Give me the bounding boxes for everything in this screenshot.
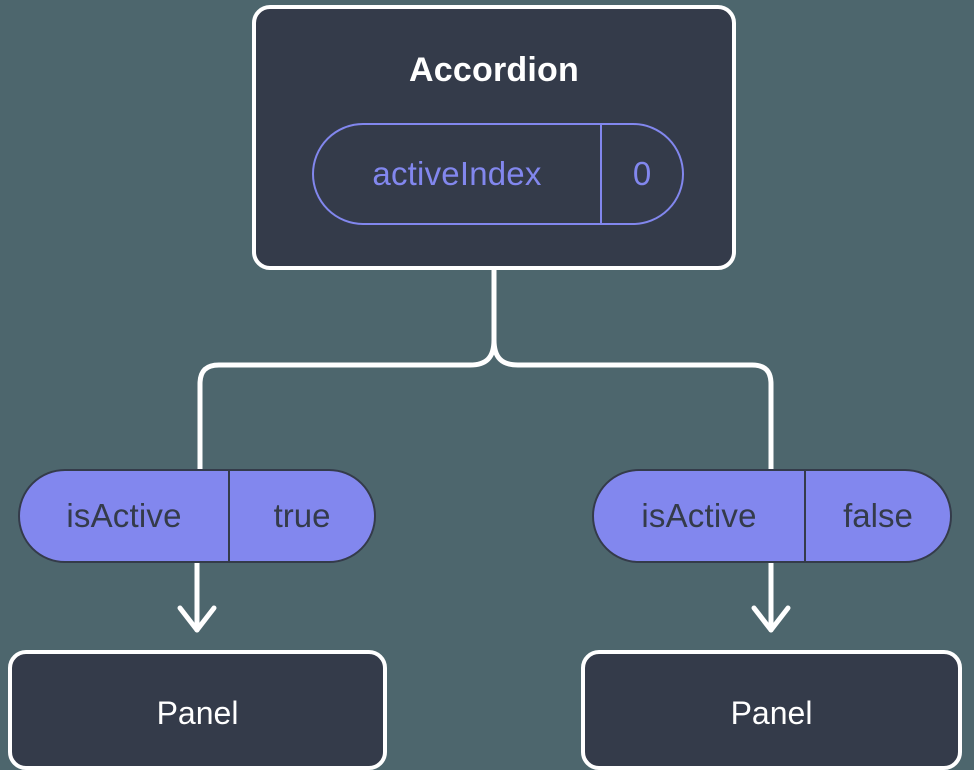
- node-panel-right[interactable]: Panel: [581, 650, 962, 770]
- node-panel-right-label: Panel: [730, 695, 813, 731]
- prop-pill-is-active-true[interactable]: isActive true: [18, 469, 376, 563]
- prop-pill-right-divider: [804, 471, 806, 561]
- prop-pill-left-value: true: [273, 497, 331, 534]
- prop-pill-left-key: isActive: [66, 497, 182, 534]
- state-pill-value: 0: [632, 155, 652, 192]
- node-accordion[interactable]: Accordion activeIndex 0: [252, 5, 736, 270]
- prop-pill-left-divider: [228, 471, 230, 561]
- state-pill-key: activeIndex: [372, 155, 542, 192]
- prop-pill-right-value: false: [843, 497, 913, 534]
- state-pill-divider: [600, 125, 602, 223]
- node-panel-left[interactable]: Panel: [8, 650, 387, 770]
- prop-pill-is-active-false[interactable]: isActive false: [592, 469, 952, 563]
- node-panel-left-label: Panel: [156, 695, 239, 731]
- node-accordion-title: Accordion: [409, 51, 579, 89]
- state-pill-active-index[interactable]: activeIndex 0: [312, 123, 684, 225]
- prop-pill-right-key: isActive: [641, 497, 757, 534]
